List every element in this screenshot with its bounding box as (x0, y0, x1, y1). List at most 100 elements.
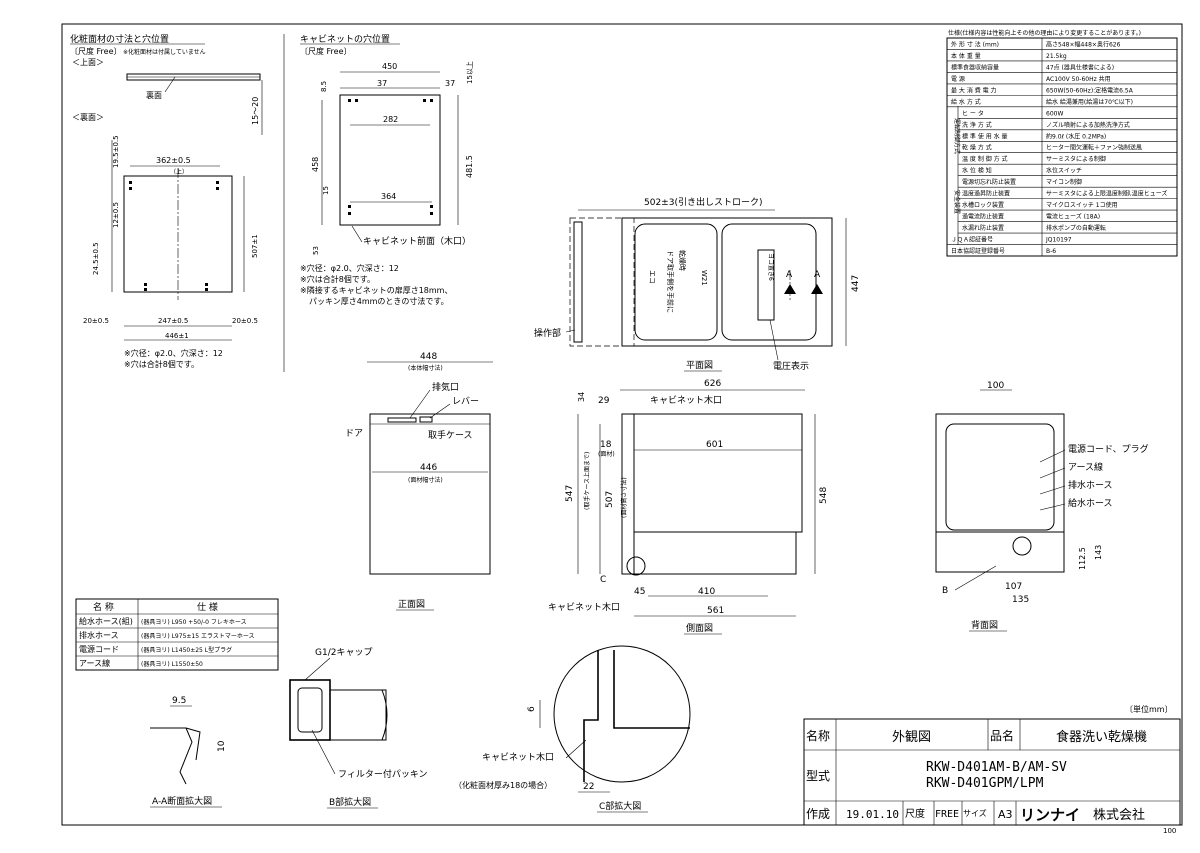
spec-row-label: 水漏れ防止装置 (962, 224, 1004, 232)
title-date: 19.01.10 (846, 808, 899, 821)
cabinet-note2: ※穴は合計8個です。 (300, 274, 375, 284)
spec-row-value: サーミスタによる制御 (1046, 155, 1106, 163)
cabinet-dim-53: 53 (312, 246, 320, 255)
cabinet-dim-282: 282 (383, 115, 398, 124)
detail-c-panel (583, 650, 599, 782)
plan-left-basket (634, 223, 718, 341)
leader-earth (1039, 467, 1066, 479)
front-exhaust-label: 排気口 (432, 381, 459, 393)
spec-row-label: 標 準 使 用 水 量 (962, 132, 1008, 140)
plan-section-arrow-left (784, 284, 796, 294)
spec-row-label: 日本協認証登録番号 (951, 247, 1005, 255)
leader-supply (1039, 503, 1066, 511)
spec-row-value: 650W(50-60Hz):定格電流6.5A (1046, 86, 1134, 94)
plan-section-a-left: A (786, 270, 793, 280)
cabinet-front-label: キャビネット前面（木口） (363, 235, 471, 247)
detail-b-body (289, 679, 331, 741)
cabinet-section: キャビネットの穴位置 〔尺度 Free〕 450 8.5 37 37 15以上 … (300, 33, 474, 306)
side-dim-547-sub: (取手ケース上面まで) (583, 452, 591, 510)
plan-dim-447: 447 (851, 275, 861, 292)
title-product-value: 食器洗い乾燥機 (1056, 729, 1147, 745)
spec-row-value: マイコン制御 (1046, 178, 1082, 186)
leader-ctrl (565, 329, 576, 333)
title-sheet-no: 100 (1163, 827, 1176, 835)
detail-a: 9.5 10 A-A断面拡大図 (150, 696, 227, 808)
side-base (633, 531, 797, 575)
side-dim-18-sub: (面材) (598, 450, 615, 458)
detail-c-dim-22: 22 (583, 782, 594, 792)
leader-b (954, 565, 997, 591)
cabinet-dim-481-5: 481.5 (465, 155, 474, 178)
detail-a-caption: A-A断面拡大図 (152, 795, 212, 807)
cabinet-outline (339, 94, 441, 226)
veneer-dim-446: 446±1 (165, 332, 189, 340)
plan-inner-text5: ヨコ置き6 (767, 253, 774, 281)
cabinet-dim-37-right: 37 (445, 79, 455, 88)
leader-exhaust (409, 389, 431, 419)
spec-row-value: サーミスタによる上限温度制御,温度ヒューズ (1046, 190, 1167, 198)
detail-c-edge: キャビネット木口 (482, 751, 554, 763)
veneer-scale-note: 〔尺度 Free〕 (70, 46, 122, 56)
spec-row-value: 600W (1046, 110, 1063, 117)
spec-section: 仕様(仕様内容は性能向上その他の理由により変更することがあります。) 運転制御方… (946, 29, 1178, 257)
plan-view: 502±3(引き出しストローク) ドア取手側を手前に 乾燥時 エコ W21 ヨコ… (534, 196, 861, 372)
detail-a-profile2 (185, 727, 201, 761)
side-dim-18: 18 (600, 440, 612, 450)
veneer-title: 化粧面材の寸法と穴位置 (70, 33, 169, 45)
leader-edge (565, 739, 587, 759)
side-dim-45: 45 (634, 587, 645, 597)
title-company: 株式会社 (1093, 807, 1145, 823)
back-supply-label: 給水ホース (1068, 497, 1113, 509)
title-block: 〔単位mm〕 名称 外観図 品名 食器洗い乾燥機 型式 RKW-D401AM-B… (803, 704, 1181, 835)
detail-b-caption: B部拡大図 (329, 796, 371, 808)
detail-b-hose-end (381, 689, 388, 741)
plan-right-basket (721, 223, 817, 341)
detail-c-note: （化粧面材厚み18の場合） (454, 780, 552, 790)
spec-row-label: 標準食器収納容量 (951, 63, 999, 71)
side-dim-547: 547 (565, 485, 575, 502)
detail-a-dim-10: 10 (217, 740, 227, 752)
plan-section-a-right: A (814, 270, 821, 280)
parts-row-name: アース線 (79, 658, 110, 668)
back-dim-100: 100 (987, 381, 1004, 391)
leader-cord (1039, 449, 1066, 463)
spec-row-label: 乾 燥 方 式 (962, 144, 992, 152)
spec-row-label: 電源切忘れ防止装置 (962, 178, 1016, 186)
plan-inner-text3: W21 (700, 270, 708, 286)
title-scale-value: FREE (935, 809, 959, 820)
parts-rows: 給水ホース(組)(器具ヨリ) L950 +50/-0 フレキホース排水ホース(器… (76, 613, 278, 668)
spec-row-label: 水 位 検 知 (962, 167, 992, 175)
plan-section-arrow-right (811, 284, 823, 294)
veneer-dim-507: 507±1 (251, 234, 259, 258)
parts-row-spec: (器具ヨリ) L975±15 エラストマーホース (141, 633, 255, 640)
parts-section: 名 称 仕 様 給水ホース(組)(器具ヨリ) L950 +50/-0 フレキホー… (75, 598, 279, 671)
plan-caption: 平面図 (686, 360, 713, 371)
spec-row-label: 温 度 制 御 方 式 (962, 155, 1008, 163)
cabinet-dim-364: 364 (381, 192, 396, 201)
back-caption: 背面図 (971, 619, 998, 631)
back-dim-112-5: 112.5 (1078, 547, 1087, 570)
back-body (935, 413, 1065, 573)
veneer-dim-15-20: 15～20 (251, 97, 260, 125)
side-caption: 側面図 (686, 622, 713, 634)
veneer-dim-362: 362±0.5 (156, 156, 191, 165)
title-model-label: 型式 (806, 769, 830, 783)
cabinet-dim-8-5: 8.5 (320, 81, 328, 92)
parts-table-frame (75, 598, 279, 671)
veneer-dim-12: 12±0.5 (112, 202, 120, 228)
side-dim-34: 34 (577, 392, 586, 402)
parts-row-name: 電源コード (79, 645, 119, 654)
title-scale-label: 尺度 (905, 807, 925, 820)
plan-voltage-label: 電圧表示 (773, 360, 809, 372)
title-product-label: 品名 (990, 728, 1014, 743)
parts-row-name: 排水ホース (79, 630, 119, 640)
side-dim-507: 507 (605, 491, 615, 508)
back-cord-label: 電源コード、プラグ (1068, 443, 1149, 455)
plan-ctrl-label: 操作部 (534, 327, 561, 339)
cabinet-title: キャビネットの穴位置 (300, 33, 390, 45)
front-dim-448-sub: (本体幅寸法) (408, 364, 443, 372)
front-caption: 正面図 (398, 599, 425, 610)
spec-row-label: 温度過昇防止装置 (962, 190, 1010, 198)
spec-row-value: 47点 (器具仕様書による) (1046, 63, 1114, 71)
